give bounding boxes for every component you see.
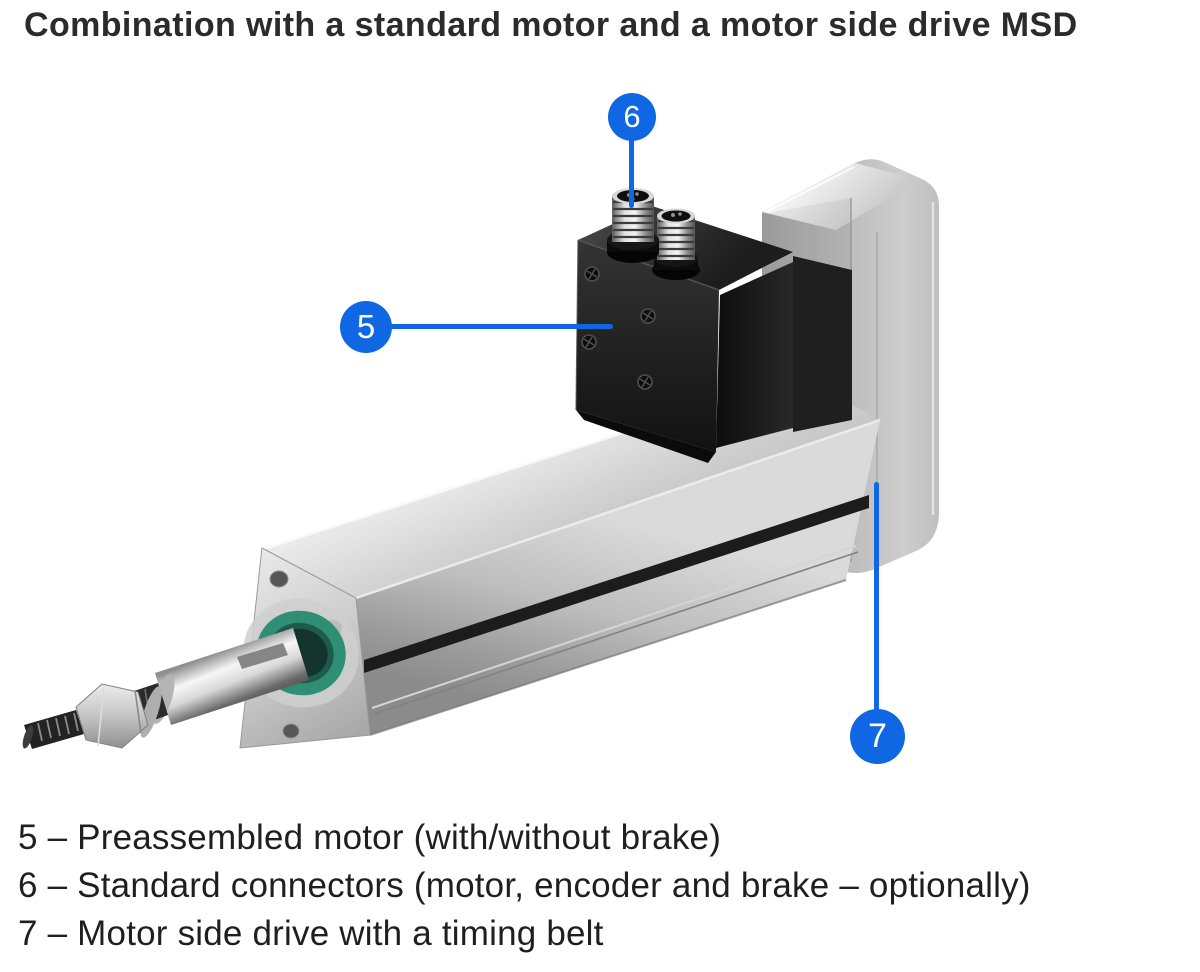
body-slot [364, 495, 869, 673]
legend-item-5: 5 – Preassembled motor (with/without bra… [18, 818, 722, 857]
figure-title: Combination with a standard motor and a … [24, 6, 1078, 44]
hex-nut [75, 683, 149, 749]
rod-wrench-flat [237, 643, 288, 669]
callout-5-badge: 5 [340, 301, 392, 353]
mounting-hole [269, 570, 289, 588]
callout-6-badge: 6 [608, 93, 656, 141]
connector-encoder [652, 208, 700, 280]
callout-6-leader-line [629, 138, 634, 208]
threaded-stud [22, 710, 84, 749]
legend-item-7: 7 – Motor side drive with a timing belt [18, 914, 604, 953]
motor-screws [581, 266, 656, 390]
actuator-body [234, 374, 881, 749]
motor [575, 188, 852, 463]
motor-front-face [576, 240, 719, 452]
legend-item-6: 6 – Standard connectors (motor, encoder … [18, 866, 1031, 905]
piston-rod [22, 628, 309, 749]
legend: 5 – Preassembled motor (with/without bra… [18, 814, 1031, 958]
callout-5-leader-line [389, 324, 613, 329]
motor-rear-body [716, 262, 793, 448]
housing-top-face [762, 163, 920, 230]
motor-flange [793, 256, 852, 432]
callout-7-leader-line [874, 482, 879, 712]
callout-7-badge: 7 [850, 709, 905, 764]
mounting-hole [282, 723, 300, 739]
